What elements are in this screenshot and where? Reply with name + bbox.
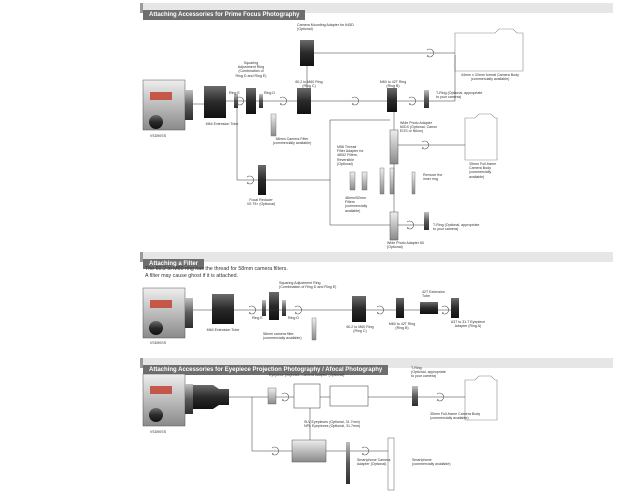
58mm-filter xyxy=(270,113,277,137)
camera-44x33-body xyxy=(454,28,524,72)
scope-label: VSD90SS xyxy=(149,430,167,434)
smartphone xyxy=(387,437,395,491)
ring-b xyxy=(396,298,404,318)
m64-tube-label: M64 Extension Tube xyxy=(205,122,239,126)
m64-extension-tube xyxy=(212,294,234,324)
telescope-vsd90ss xyxy=(142,79,193,131)
camera-fullframe-body xyxy=(464,113,498,161)
camera-mount-adapter-label: Camera Mounting Adapter for 645D (Option… xyxy=(297,23,354,32)
scope-label: VSD90SS xyxy=(149,134,167,138)
camera-mount-adapter-645d xyxy=(300,40,314,66)
ep-projection-adapter-tube xyxy=(329,385,369,407)
scope-label: VSD90SS xyxy=(149,341,167,345)
section-title: Attaching Accessories for Eyepiece Proje… xyxy=(143,365,389,375)
t-ring-2 xyxy=(424,212,429,230)
ring-c-label: 60.2 to M60 Ring (Ring C) xyxy=(295,80,323,89)
ring-b-label: M60 to 42T Ring (Ring B) xyxy=(379,80,407,89)
ep-projection-adapter xyxy=(293,383,321,409)
m56-filter-adapter-label: M56 Thread Filter Adapter for 48/52 Filt… xyxy=(337,145,364,166)
filter-diagram xyxy=(142,287,459,341)
focuser-assembly xyxy=(193,385,229,409)
ep-adapter-ring xyxy=(267,387,277,405)
m64-tube-label: M64 Extension Tube xyxy=(206,328,240,332)
telescope-vsd90ss xyxy=(142,287,193,339)
section-title: Attaching a Filter xyxy=(143,259,205,269)
smartphone-adapter-label: Smartphone Camera Adapter (Optional) xyxy=(357,458,391,467)
inner-ring xyxy=(411,171,416,195)
t-ring-1-label: T-Ring (Optional, appropriate to your ca… xyxy=(436,91,483,100)
section-title: Attaching Accessories for Prime Focus Ph… xyxy=(143,10,306,20)
wide-photo-adapter-60 xyxy=(389,211,399,241)
ring-c-label: 60.2 to M60 Ring (Ring C) xyxy=(346,325,374,334)
t-ring-label: T-Ring (Optional, appropriate to your ca… xyxy=(411,366,446,379)
filter-note-line2: A filter may cause ghost if it is attach… xyxy=(145,273,239,279)
t-ring xyxy=(412,386,418,406)
filter-58mm-label: 58mm camera filter (commercially availab… xyxy=(263,332,302,341)
squaring-ring-label: Squaring Adjustment Ring (Combination of… xyxy=(279,281,337,290)
48mm-filter xyxy=(379,167,385,195)
filters-48-52-label: 48mm/52mm Filters (commercially availabl… xyxy=(345,196,368,213)
telescope-vsd90ss xyxy=(142,373,193,427)
remove-inner-ring-label: Remove the inner ring xyxy=(423,173,443,182)
ring-b xyxy=(387,88,397,112)
wide-adapter-60dx-label: Wide Photo Adapter 60DX (Optional, Canon… xyxy=(400,121,438,134)
squaring-ring-label: Squaring Adjustment Ring (Combination of… xyxy=(235,61,267,78)
filter-58mm-label: 58mm Camera Filter (commercially availab… xyxy=(272,137,312,146)
ring-e xyxy=(262,300,266,316)
eyepieces-label: SLV Eyepieces (Optional, 31.7mm) NPL Eye… xyxy=(304,420,361,429)
extension-tube-42t xyxy=(420,302,438,314)
focal-reducer-label: Focal Reducer V0.79× (Optional) xyxy=(246,198,276,207)
adapter-ring-a xyxy=(451,298,459,318)
ring-c xyxy=(297,88,311,114)
prime-focus-diagram xyxy=(142,28,524,241)
camera-44x33-label: 44mm x 33mm format Camera Body (commerci… xyxy=(461,73,519,82)
ring-d-label: Ring D xyxy=(288,316,299,320)
adapter-ring-a-label: A37 to 31.7 Eyepiece Adapter (Ring A) xyxy=(450,320,486,329)
camera-fullframe-label: 35mm Full-frame Camera Body (commerciall… xyxy=(469,162,497,179)
ep-adapter-label: Eyepiece projection Camera Adapter (Opti… xyxy=(269,373,345,377)
ring-c xyxy=(352,296,366,322)
m56-filter-adapter-reverse xyxy=(361,171,368,191)
wide-adapter-60-label: Wide Photo Adapter 60 (Optional) xyxy=(387,241,424,250)
ring-d xyxy=(282,300,286,316)
ext-tube-42t-label: 42T Extension Tube xyxy=(422,290,445,299)
58mm-filter xyxy=(311,317,317,341)
m64-extension-tube xyxy=(204,86,226,118)
focal-reducer xyxy=(258,165,266,195)
section-header-eyepiece: Attaching Accessories for Eyepiece Proje… xyxy=(140,358,613,375)
ring-b-label: M60 to 42T Ring (Ring B) xyxy=(388,322,416,331)
ring-d-label: Ring D xyxy=(264,91,275,95)
m56-filter-adapter xyxy=(349,171,356,191)
eyepiece xyxy=(291,439,327,463)
wide-photo-adapter-60dx xyxy=(389,129,399,165)
t-ring-2-label: T-Ring (Optional, appropriate to your ca… xyxy=(433,223,480,232)
smartphone-label: Smartphone (commercially available) xyxy=(412,458,451,467)
ring-e-label: Ring E xyxy=(252,316,263,320)
filter-note-line1: The 60.2 to M60 ring has the thread for … xyxy=(145,266,288,272)
squaring-ring xyxy=(269,292,279,320)
camera-fullframe-label: 35mm Full-frame Camera Body (commerciall… xyxy=(430,412,481,421)
eyepiece-diagram xyxy=(142,373,498,491)
section-header-prime-focus: Attaching Accessories for Prime Focus Ph… xyxy=(140,3,613,20)
t-ring-1 xyxy=(424,90,429,108)
52mm-filter xyxy=(389,167,395,195)
ring-e-label: Ring E xyxy=(229,91,240,95)
section-header-filter: Attaching a Filter xyxy=(140,252,613,269)
camera-fullframe-body xyxy=(464,375,498,421)
smartphone-adapter xyxy=(346,442,350,484)
